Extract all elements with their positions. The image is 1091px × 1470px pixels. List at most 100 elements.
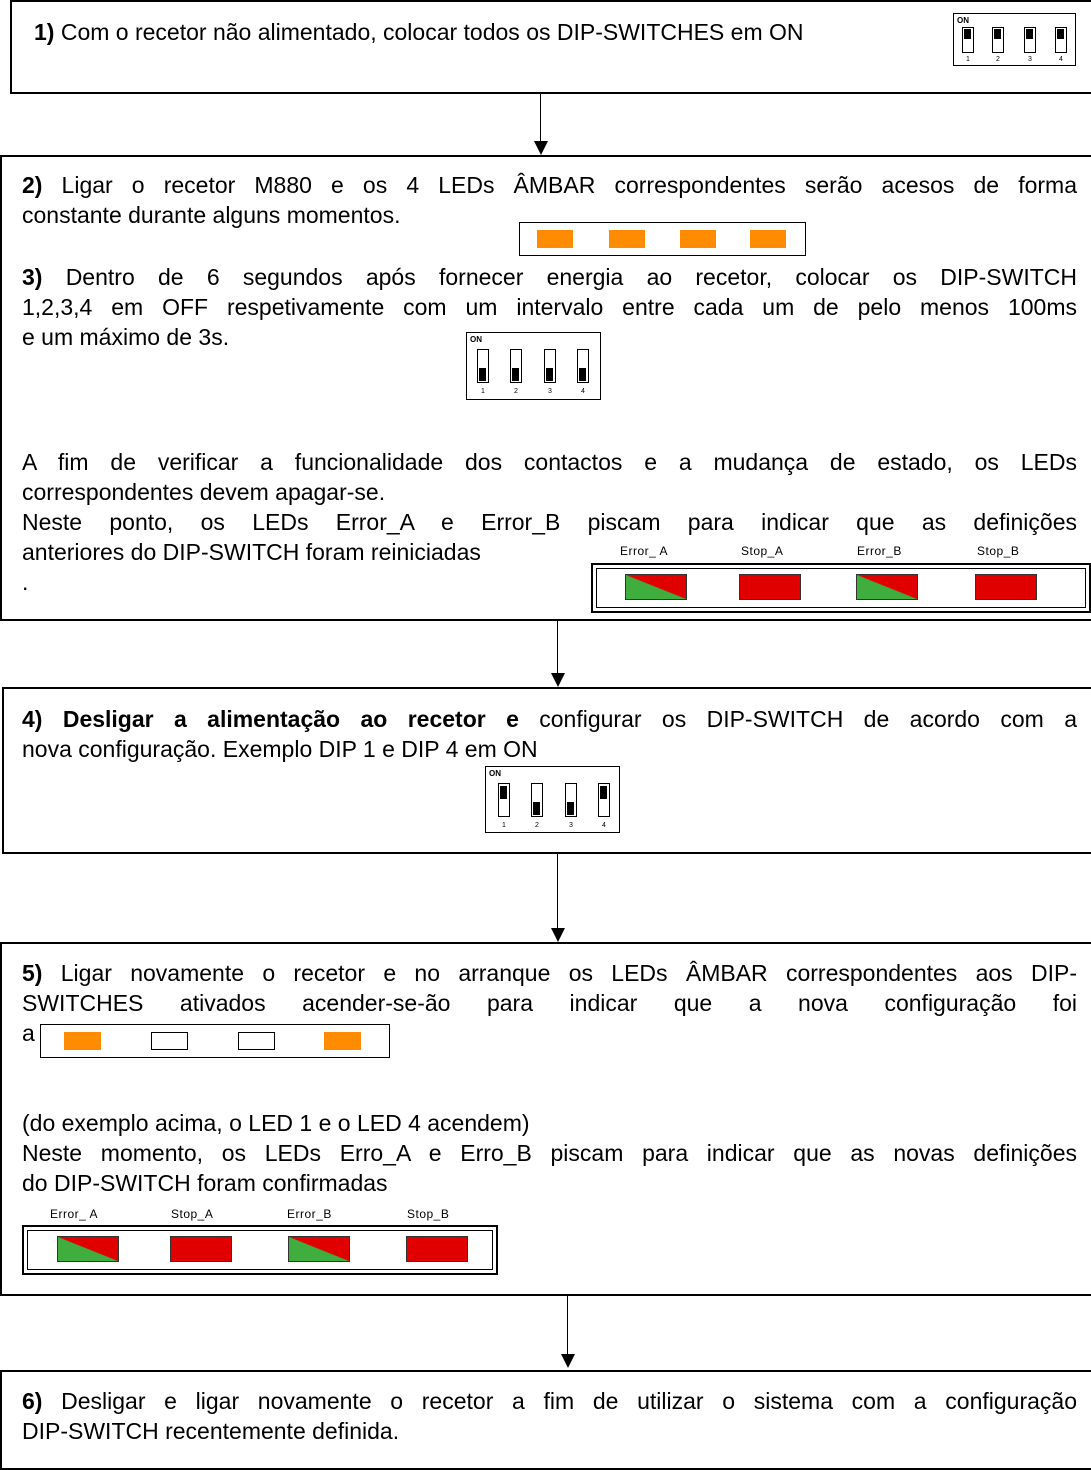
dip-switch-1: [498, 783, 510, 817]
status-led-strip-inner: [596, 568, 1086, 608]
step-5-line-2: SWITCHES ativados acender-se-ão para ind…: [22, 990, 1077, 1016]
step-3-number: 3): [22, 264, 43, 290]
step-5-line-3: a: [22, 1020, 35, 1046]
amber-led-4: [750, 230, 786, 248]
led-label-error-b: Error_B: [857, 544, 902, 558]
led-label-stop-b: Stop_B: [407, 1207, 450, 1221]
dip-switch-all-off: ON 1 2 3 4: [466, 332, 601, 400]
step-1-box: [10, 0, 1091, 94]
dip-knob: [546, 368, 553, 381]
dip-num: 3: [569, 822, 573, 829]
dip-on-label: ON: [957, 16, 969, 25]
error-b-led: [288, 1236, 350, 1262]
dip-num: 3: [548, 388, 552, 395]
dip-switch-1: [962, 27, 974, 53]
led-label-error-b: Error_B: [287, 1207, 332, 1221]
dip-knob: [567, 802, 574, 815]
step-2-line-1: 2) Ligar o recetor M880 e os 4 LEDs ÂMBA…: [22, 170, 1077, 200]
dip-knob: [512, 368, 519, 381]
dip-num: 4: [602, 822, 606, 829]
flow-arrow-line: [540, 94, 541, 142]
step-3-line-3: e um máximo de 3s.: [22, 324, 230, 350]
dip-knob: [533, 802, 540, 815]
amber-led-1-on: [64, 1032, 101, 1050]
dip-knob: [600, 786, 607, 799]
step-4-line-2: nova configuração. Exemplo DIP 1 e DIP 4…: [22, 736, 538, 762]
step-3-para-2-line-3: .: [22, 569, 29, 595]
amber-led-2: [609, 230, 645, 248]
step-4-bold: 4) Desligar a alimentação ao recetor e: [22, 706, 519, 732]
step-2-number: 2): [22, 172, 43, 198]
dip-num: 2: [996, 56, 1000, 63]
amber-led-strip: [519, 222, 806, 256]
step-1-number: 1): [34, 19, 55, 45]
flow-arrow-line: [557, 854, 558, 929]
dip-num: 1: [502, 822, 506, 829]
dip-knob: [1057, 29, 1064, 39]
step-3-line-1: 3) Dentro de 6 segundos após fornecer en…: [22, 262, 1077, 292]
step-3-line-2: 1,2,3,4 em OFF respetivamente com um int…: [22, 294, 1077, 320]
dip-num: 1: [481, 388, 485, 395]
status-led-strip-inner: [27, 1230, 493, 1270]
step-2-text: Ligar o recetor M880 e os 4 LEDs ÂMBAR c…: [42, 172, 1077, 198]
dip-knob: [479, 368, 486, 381]
led-label-stop-a: Stop_A: [741, 544, 784, 558]
step-5-example: (do exemplo acima, o LED 1 e o LED 4 ace…: [22, 1110, 530, 1136]
dip-num: 4: [1059, 56, 1063, 63]
dip-num: 1: [966, 56, 970, 63]
dip-num: 2: [514, 388, 518, 395]
amber-led-4-on: [324, 1032, 361, 1050]
dip-on-label: ON: [489, 769, 501, 778]
dip-switch-all-on: ON 1 2 3 4: [953, 13, 1076, 66]
led-label-error-a: Error_ A: [620, 544, 669, 558]
led-label-error-a: Error_ A: [50, 1207, 99, 1221]
flow-arrow-head: [551, 928, 565, 942]
dip-num: 2: [535, 822, 539, 829]
flow-arrow-head: [534, 141, 548, 155]
led-label-stop-a: Stop_A: [171, 1207, 214, 1221]
dip-switch-4: [598, 783, 610, 817]
step-5-number: 5): [22, 960, 43, 986]
dip-knob: [1026, 29, 1033, 39]
dip-knob: [994, 29, 1001, 39]
amber-led-1: [537, 230, 573, 248]
step-2-line-2: constante durante alguns momentos.: [22, 202, 401, 228]
step-4-text: configurar os DIP-SWITCH de acordo com a: [518, 706, 1077, 732]
flow-arrow-head: [551, 673, 565, 687]
dip-knob: [500, 786, 507, 799]
status-led-strip: [591, 563, 1091, 613]
led-label-stop-b: Stop_B: [977, 544, 1020, 558]
dip-knob: [579, 368, 586, 381]
dip-switch-1: [477, 349, 489, 383]
step-1-body: Com o recetor não alimentado, colocar to…: [54, 19, 804, 45]
dip-knob: [964, 29, 971, 39]
dip-switch-4: [577, 349, 589, 383]
flow-arrow-line: [567, 1296, 568, 1354]
step-3-para-2-line-1: Neste ponto, os LEDs Error_A e Error_B p…: [22, 509, 1077, 535]
step-5-text: Ligar novamente o recetor e no arranque …: [42, 960, 1077, 986]
dip-switch-3: [544, 349, 556, 383]
step-4-line-1: 4) Desligar a alimentação ao recetor e c…: [22, 704, 1077, 734]
dip-num: 4: [581, 388, 585, 395]
stop-b-led: [406, 1236, 468, 1262]
dip-switch-2: [510, 349, 522, 383]
flow-arrow-line: [557, 621, 558, 673]
step-1-text: 1) Com o recetor não alimentado, colocar…: [34, 17, 804, 47]
status-led-strip: [22, 1225, 498, 1275]
stop-a-led: [739, 574, 801, 600]
step-3-para-1-line-2: correspondentes devem apagar-se.: [22, 479, 386, 505]
flow-arrow-head: [561, 1354, 575, 1368]
amber-led-2-off: [151, 1032, 188, 1050]
step-3-para-2-line-2: anteriores do DIP-SWITCH foram reiniciad…: [22, 539, 481, 565]
dip-on-label: ON: [470, 335, 482, 344]
error-b-led: [856, 574, 918, 600]
step-5-line-1: 5) Ligar novamente o recetor e no arranq…: [22, 958, 1077, 988]
step-6-text: Desligar e ligar novamente o recetor a f…: [42, 1388, 1077, 1414]
step-6-line-2: DIP-SWITCH recentemente definida.: [22, 1418, 400, 1444]
step-5-line-5: do DIP-SWITCH foram confirmadas: [22, 1170, 388, 1196]
amber-led-3-off: [238, 1032, 275, 1050]
error-a-led: [57, 1236, 119, 1262]
stop-a-led: [170, 1236, 232, 1262]
stop-b-led: [975, 574, 1037, 600]
amber-led-3: [680, 230, 716, 248]
